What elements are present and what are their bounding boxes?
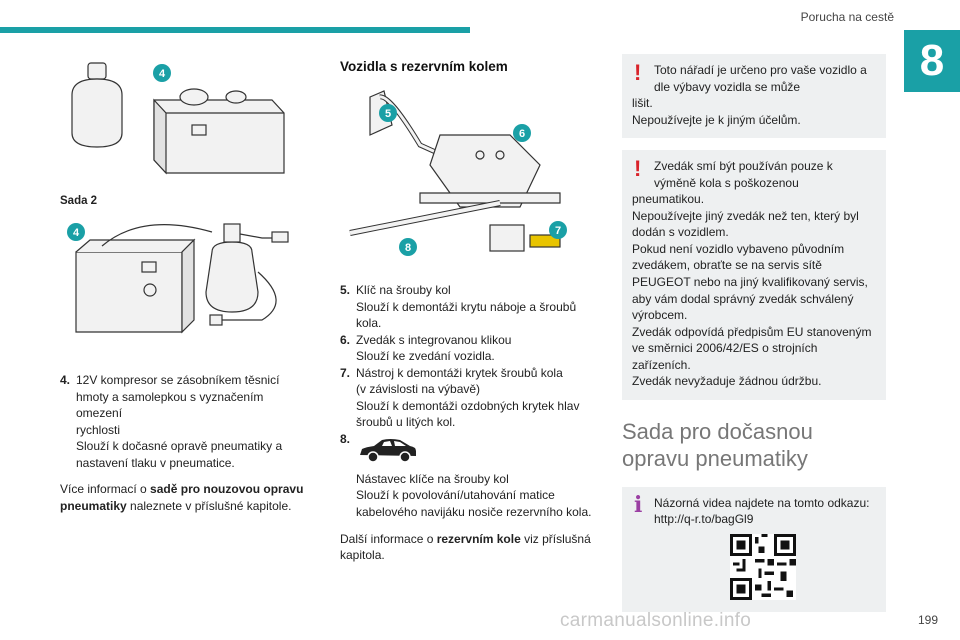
badge-7: 7 <box>549 221 567 239</box>
item-4: 4. 12V kompresor se zásobníkem těsnicí h… <box>60 372 310 471</box>
warning-icon: ! <box>634 156 642 182</box>
column-1-text: 4. 12V kompresor se zásobníkem těsnicí h… <box>60 372 310 514</box>
svg-text:5: 5 <box>385 108 391 120</box>
item-line: Slouží k demontáži krytu náboje a šroubů <box>356 299 577 314</box>
item-4-number: 4. <box>60 373 71 387</box>
para-bold: rezervním kole <box>436 531 521 546</box>
item-line: Slouží k demontáži ozdobných krytek hlav <box>356 398 580 413</box>
item-6: 6. Zvedák s integrovanou klikou Slouží k… <box>340 332 600 365</box>
item-4-line: Slouží k dočasné opravě pneumatiky a <box>76 439 283 454</box>
column-2: Vozidla s rezervním kolem <box>340 58 600 85</box>
item-4-text: 12V kompresor se zásobníkem těsnicí hmot… <box>76 372 310 471</box>
compressor-kit-2-illustration: 4 <box>67 223 289 334</box>
item-line: kola. <box>356 316 382 331</box>
info-icon: i <box>634 491 643 518</box>
caption-sada-2: Sada 2 <box>60 195 98 207</box>
item-4-line: 12V kompresor se zásobníkem těsnicí <box>76 373 280 387</box>
svg-text:4: 4 <box>73 227 80 239</box>
item-line: šroubů u litých kol. <box>356 415 456 430</box>
warning-text: Toto nářadí je určeno pro vaše vozidlo a… <box>654 63 867 94</box>
warning-text: Nepoužívejte je k jiným účelům. <box>632 112 801 127</box>
item-line: kabelového navijáku nosiče rezervního ko… <box>356 505 592 520</box>
badge-8: 8 <box>399 238 417 256</box>
column-2-list: 5. Klíč na šrouby kol Slouží k demontáži… <box>340 282 600 564</box>
warning-box-tools: ! Toto nářadí je určeno pro vaše vozidlo… <box>622 54 886 139</box>
spare-wheel-tools-illustration: 5 6 7 8 <box>349 90 567 256</box>
compressor-kit-1-illustration: 4 <box>71 62 285 175</box>
car-silhouette-icon <box>360 438 416 463</box>
qr-code-icon[interactable] <box>730 533 796 600</box>
badge-5: 5 <box>379 104 397 122</box>
item-line: Nástroj k demontáži krytek šroubů kola <box>356 365 563 380</box>
item-4-line: hmoty a samolepkou s vyznačením omezení <box>76 389 264 421</box>
item-number: 7. <box>340 365 351 380</box>
warning-text: Pokud není vozidlo vybaveno původním zve… <box>632 241 868 323</box>
item-line: Slouží ke zvedání vozidla. <box>356 349 495 364</box>
item-line: Slouží k povolování/utahování matice <box>356 488 555 503</box>
watermark: carmanualsonline.info <box>560 610 752 631</box>
warning-box-jack: ! Zvedák smí být používán pouze k výměně… <box>622 150 886 400</box>
item-text: Zvedák s integrovanou klikou Slouží ke z… <box>356 332 600 365</box>
item-4-line: nastavení tlaku v pneumatice. <box>76 455 235 470</box>
item-7: 7. Nástroj k demontáži krytek šroubů kol… <box>340 365 600 431</box>
warning-text: pneumatikou. <box>632 192 705 207</box>
para-text: naleznete v příslušné kapitole. <box>126 498 292 513</box>
svg-text:6: 6 <box>519 128 525 140</box>
page-number: 199 <box>917 613 938 627</box>
item-line: Klíč na šrouby kol <box>356 283 451 297</box>
item-number: 6. <box>340 332 351 347</box>
badge-6: 6 <box>513 124 531 142</box>
item-line: (v závislosti na výbavě) <box>356 382 481 397</box>
page-header-title: Porucha na cestě <box>800 10 894 24</box>
svg-text:8: 8 <box>405 242 411 254</box>
item-line: Nástavec klíče na šrouby kol <box>356 471 509 486</box>
item-line: Zvedák s integrovanou klikou <box>356 332 512 347</box>
more-info-paragraph: Více informací o sadě pro nouzovou oprav… <box>60 481 310 514</box>
badge-4-mid: 4 <box>67 223 85 241</box>
video-link[interactable]: http://q-r.to/bagGl9 <box>654 512 754 527</box>
para-text: Další informace o <box>340 531 437 546</box>
spare-wheel-info-paragraph: Další informace o rezervním kole viz pří… <box>340 531 600 564</box>
item-number: 8. <box>340 431 351 446</box>
warning-text: Nepoužívejte jiný zvedák než ten, který … <box>632 208 859 240</box>
warning-text: lišit. <box>632 96 653 111</box>
item-text: Nástroj k demontáži krytek šroubů kola (… <box>356 365 600 431</box>
section-title-repair-kit: Sada pro dočasnou opravu pneumatiky <box>622 418 813 472</box>
warning-text: Zvedák odpovídá předpisům EU stanoveným … <box>632 324 872 372</box>
badge-4-top: 4 <box>153 64 171 82</box>
item-8: 8. Nástavec klíče na šrouby kol Slouží k… <box>340 431 600 521</box>
column-3: ! Toto nářadí je určeno pro vaše vozidlo… <box>622 54 886 612</box>
warning-icon: ! <box>634 60 642 85</box>
item-5: 5. Klíč na šrouby kol Slouží k demontáži… <box>340 282 600 332</box>
item-text: Klíč na šrouby kol Slouží k demontáži kr… <box>356 282 600 332</box>
info-text: Názorná videa najdete na tomto odkazu: <box>654 495 870 510</box>
info-box-videos: i Názorná videa najdete na tomto odkazu:… <box>622 486 886 612</box>
para-text: viz příslušná kapitola. <box>340 531 591 563</box>
warning-text: Zvedák smí být používán pouze k výměně k… <box>654 159 833 190</box>
section-heading-spare-wheel: Vozidla s rezervním kolem <box>340 59 508 74</box>
warning-text: Zvedák nevyžaduje žádnou údržbu. <box>632 374 822 389</box>
item-number: 5. <box>340 283 351 297</box>
item-text: Nástavec klíče na šrouby kol Slouží k po… <box>356 431 600 521</box>
para-bold: sadě pro nouzovou opravu pneumatiky <box>60 482 304 513</box>
para-text: Více informací o <box>60 482 151 497</box>
svg-text:7: 7 <box>555 225 561 237</box>
header-bar <box>0 27 470 33</box>
svg-text:4: 4 <box>159 68 166 80</box>
chapter-tab: 8 <box>904 30 960 92</box>
item-4-line: rychlosti <box>76 422 121 437</box>
